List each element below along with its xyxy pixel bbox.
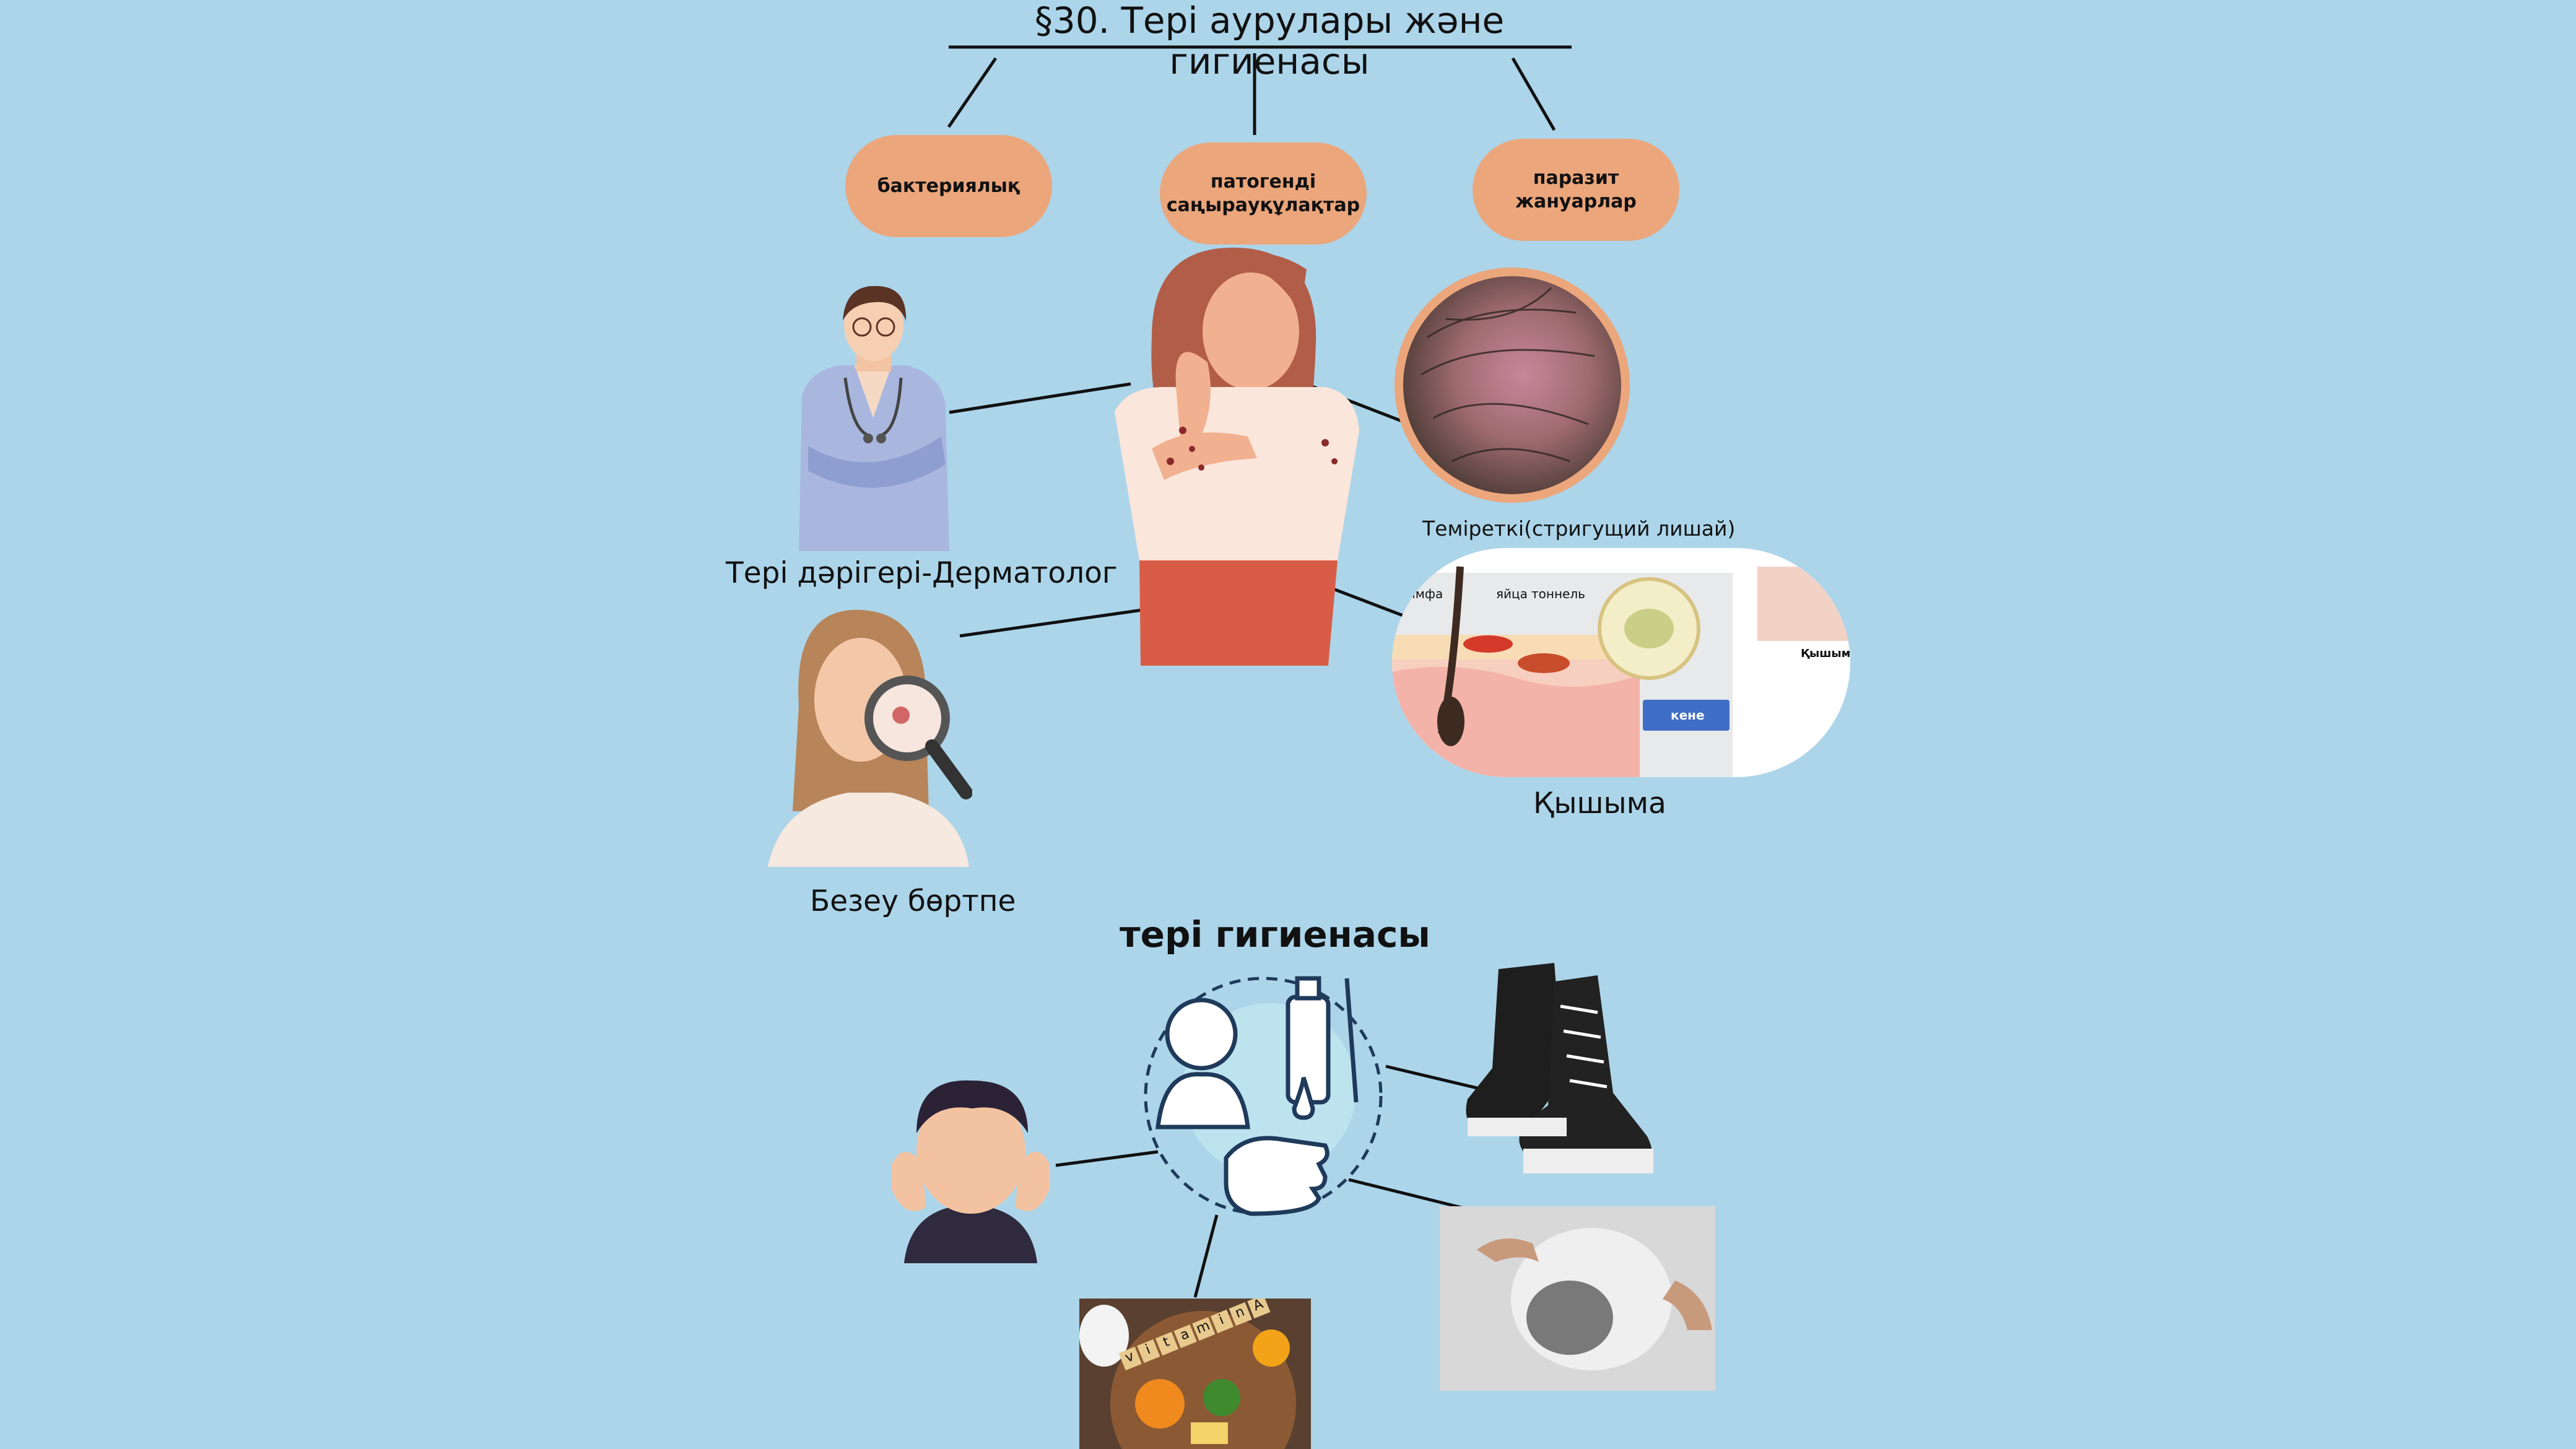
line-food: [1193, 1214, 1219, 1298]
category-bacterial: бактериялық: [845, 135, 1052, 237]
line-shampoo: [1348, 1178, 1474, 1212]
page-title: §30. Тері аурулары және гигиенасы: [1034, 0, 1505, 82]
line-acne: [959, 608, 1143, 638]
vitamin-food-photo: v i t a m i n A: [1079, 1299, 1311, 1449]
dermatologist-illustration: [799, 285, 949, 551]
washing-hands-icon: [1224, 1076, 1329, 1216]
scabies-mite-label: кене: [1671, 708, 1705, 723]
acne-label: Безеу бөртпе: [810, 884, 1016, 918]
line-bacterial: [947, 57, 998, 128]
line-parasitic: [1511, 57, 1556, 131]
acne-illustration: [768, 609, 972, 867]
line-doctor: [949, 382, 1131, 414]
hygiene-icons: [1144, 976, 1383, 1216]
scabies-diagram: лимфа яйца тоннель кене Қышым: [1392, 548, 1850, 777]
scabies-lymph-label: лимфа: [1399, 586, 1443, 601]
scabies-eggs-label: яйца: [1496, 586, 1528, 601]
category-parasitic: паразит жануарлар: [1473, 139, 1679, 241]
line-face: [1055, 1150, 1159, 1167]
scratching-woman-illustration: [1115, 247, 1359, 666]
person-icon: [1155, 998, 1250, 1129]
hair-washing-photo: [1440, 1206, 1715, 1391]
ringworm-photo: [1395, 268, 1630, 503]
scabies-tunnel-label: тоннель: [1531, 586, 1585, 601]
face-washing-boy: [892, 1080, 1050, 1263]
category-fungal: патогенді саңырауқұлақтар: [1160, 142, 1367, 245]
hygiene-title: тері гигиенасы: [1120, 913, 1430, 955]
dermatologist-label: Тері дәрігері-Дерматолог: [726, 556, 1118, 590]
scabies-label: Қышыма: [1533, 786, 1666, 820]
scabies-side-label: Қышым: [1801, 647, 1850, 660]
toothpaste-icon: [1286, 976, 1359, 1105]
ringworm-label: Теміреткі(стригущий лишай): [1422, 516, 1736, 541]
sneakers-photo: [1466, 963, 1653, 1173]
